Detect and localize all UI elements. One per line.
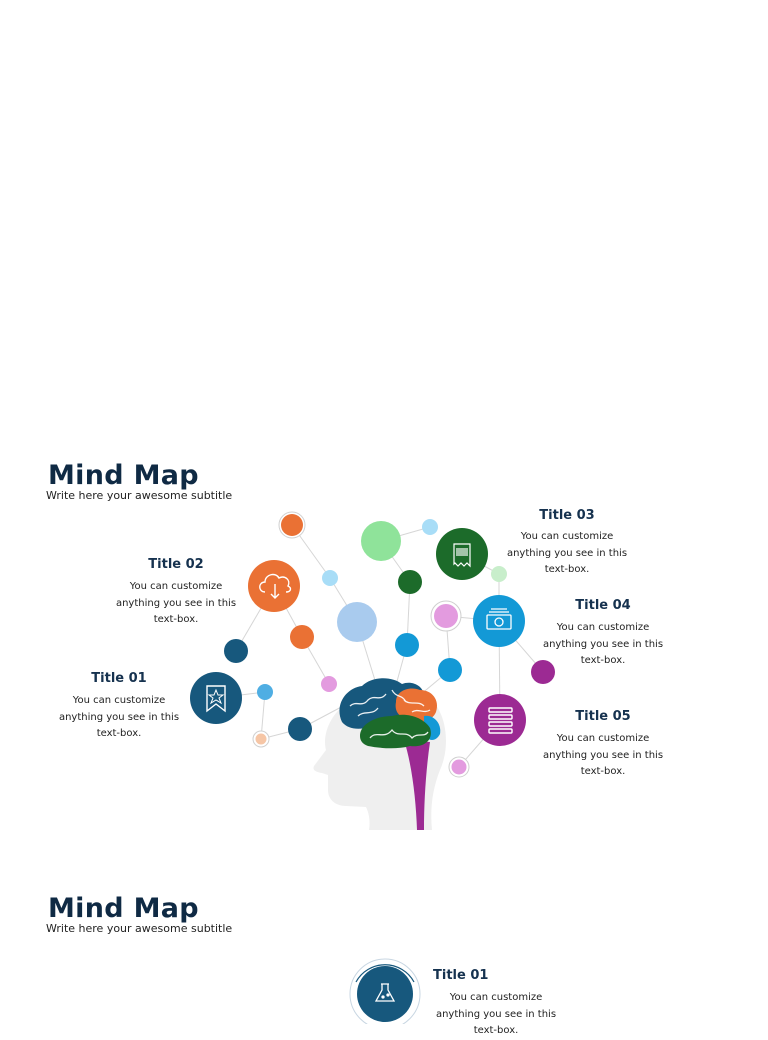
topic-node-01[interactable] xyxy=(349,958,421,1024)
topic-05-text: You can customize anything you see in th… xyxy=(542,733,664,777)
decorative-nodes xyxy=(224,511,555,778)
mind-map-slide-1: Mind Map Write here your awesome subtitl… xyxy=(46,460,664,830)
topic-node-01[interactable] xyxy=(190,672,242,724)
topic-02-title: Title 02 xyxy=(148,557,204,572)
slide-subtitle: Write here your awesome subtitle xyxy=(46,489,233,502)
slide-subtitle: Write here your awesome subtitle xyxy=(46,922,233,935)
slide-title: Mind Map xyxy=(48,893,199,924)
topic-03-title: Title 03 xyxy=(539,508,595,523)
topic-01-title: Title 01 xyxy=(433,968,489,983)
topic-node-04[interactable] xyxy=(473,595,525,647)
spine xyxy=(404,740,430,830)
stack-icon xyxy=(488,707,513,734)
money-icon xyxy=(486,608,512,630)
slide-2-graphic xyxy=(349,958,421,1024)
bookmark-star-icon xyxy=(206,685,226,713)
topic-node-03[interactable] xyxy=(436,528,488,580)
brain-icon xyxy=(339,678,441,749)
topic-node-05[interactable] xyxy=(474,694,526,746)
topic-01-title: Title 01 xyxy=(91,671,147,686)
flask-icon xyxy=(374,983,396,1002)
receipt-icon xyxy=(453,543,471,568)
topic-04-title: Title 04 xyxy=(575,598,631,613)
topic-node-02[interactable] xyxy=(248,560,300,612)
topic-03-text: You can customize anything you see in th… xyxy=(506,531,628,575)
topic-01-text: You can customize anything you see in th… xyxy=(435,992,557,1036)
slide-title: Mind Map xyxy=(48,460,199,491)
topic-01-text: You can customize anything you see in th… xyxy=(58,695,180,739)
mind-map-graphic xyxy=(190,511,555,830)
topic-02-text: You can customize anything you see in th… xyxy=(115,581,237,625)
cloud-download-icon xyxy=(259,573,292,599)
topic-05-title: Title 05 xyxy=(575,709,631,724)
topic-04-text: You can customize anything you see in th… xyxy=(542,622,664,666)
mind-map-slide-2: Mind Map Write here your awesome subtitl… xyxy=(0,880,768,1036)
